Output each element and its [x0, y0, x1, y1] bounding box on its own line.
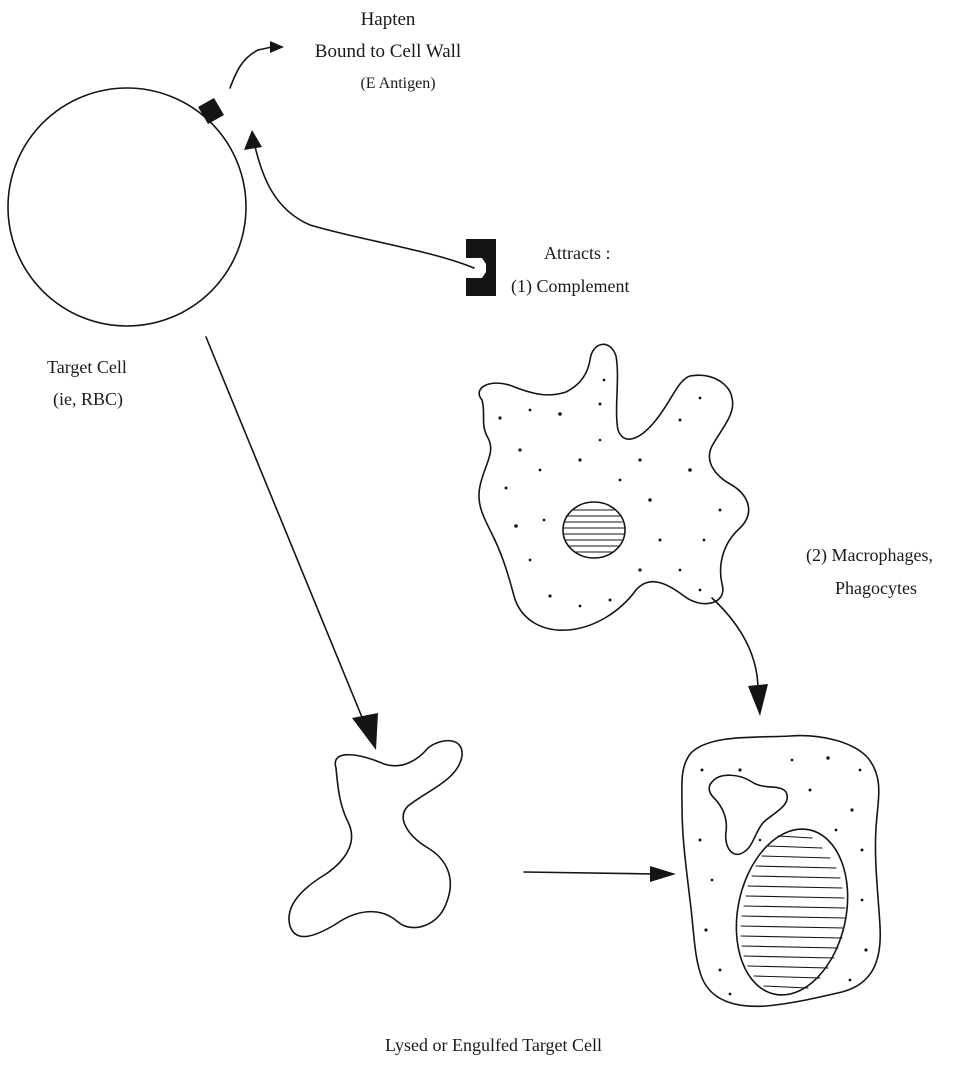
engulfment-arrow	[524, 872, 654, 874]
hapten-title-label: Hapten	[348, 10, 428, 29]
bottom-caption: Lysed or Engulfed Target Cell	[385, 1036, 602, 1054]
complement-attraction-arrowhead	[244, 130, 262, 150]
macrophage-granules	[498, 379, 721, 608]
lysis-path-arrow	[206, 337, 366, 727]
hapten-pointer-arrowhead	[270, 41, 284, 53]
hapten-antigen-label: (E Antigen)	[330, 76, 466, 92]
engulfed-target-vacuole	[709, 775, 787, 854]
complement-marker	[466, 239, 496, 296]
macrophage-outline	[479, 344, 749, 630]
engulfing-macrophage-outline	[682, 736, 880, 1007]
lysed-target-cell	[289, 741, 462, 937]
engulf-path-arrow	[712, 598, 758, 690]
hapten-pointer-arrow	[230, 47, 272, 88]
engulfing-macrophage-granules	[699, 756, 868, 995]
complement-attraction-arrow	[254, 142, 474, 268]
engulf-path-arrowhead	[748, 684, 768, 716]
engulfment-arrowhead	[650, 866, 676, 882]
target-cell-circle	[8, 88, 246, 326]
complement-label: (1) Complement	[511, 277, 629, 295]
phagocytes-label: Phagocytes	[835, 579, 917, 597]
lysis-path-arrowhead	[352, 713, 378, 750]
macrophage-nucleus-hatching	[563, 510, 624, 552]
hapten-location-label: Bound to Cell Wall	[288, 42, 488, 61]
hapten-marker	[198, 98, 224, 124]
attracts-label: Attracts :	[544, 244, 610, 262]
target-cell-example-label: (ie, RBC)	[53, 390, 123, 408]
target-cell-label: Target Cell	[47, 358, 127, 376]
macrophages-label: (2) Macrophages,	[806, 546, 933, 564]
